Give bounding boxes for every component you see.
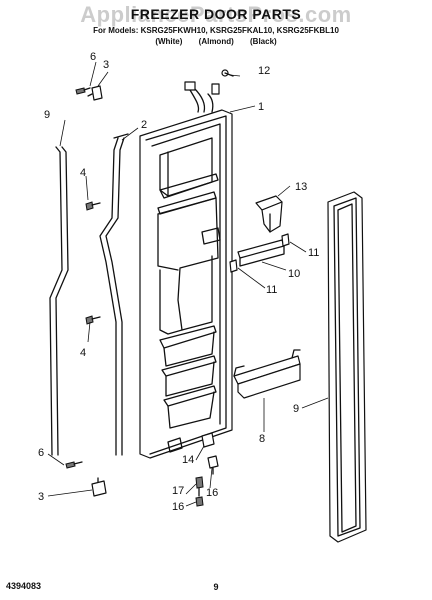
callout-7: 8 bbox=[259, 433, 265, 445]
part-6-top-screw bbox=[75, 87, 91, 95]
part-16-bushing bbox=[207, 455, 219, 475]
diagram-title: FREEZER DOOR PARTS bbox=[130, 6, 302, 22]
color-variants: (White) (Almond) (Black) bbox=[0, 37, 432, 46]
model-list: For Models: KSRG25FKWH10, KSRG25FKAL10, … bbox=[93, 26, 339, 35]
callout-6-bottom: 6 bbox=[38, 447, 44, 459]
part-1-door-panel bbox=[139, 109, 233, 459]
part-12-wire-harness bbox=[184, 69, 234, 113]
callout-9: 9 bbox=[44, 109, 50, 121]
part-13-chute bbox=[255, 195, 283, 233]
callout-4-upper: 4 bbox=[80, 167, 86, 179]
variant-white: (White) bbox=[155, 37, 183, 46]
callout-labels: 6 3 12 1 2 9 4 4 13 11 10 11 8 9 14 6 3 … bbox=[38, 51, 319, 513]
part-2-trim bbox=[99, 133, 129, 456]
part-7-door-bin bbox=[233, 349, 301, 399]
part-3-top-bracket bbox=[87, 85, 103, 101]
callout-8: 9 bbox=[293, 403, 299, 415]
callout-16-right: 16 bbox=[206, 487, 218, 499]
callout-14: 14 bbox=[182, 454, 194, 466]
page-number: 9 bbox=[213, 582, 219, 592]
callout-3-bottom: 3 bbox=[38, 491, 44, 503]
callout-16-left: 16 bbox=[172, 501, 184, 513]
callout-3-top: 3 bbox=[103, 59, 109, 71]
callout-17: 17 bbox=[172, 485, 184, 497]
callout-10: 10 bbox=[288, 268, 300, 280]
part-6-bottom-screw bbox=[65, 461, 83, 469]
leader-lines bbox=[47, 61, 329, 507]
part-17-screw bbox=[195, 476, 204, 507]
part-11-clip-upper bbox=[281, 233, 290, 247]
callout-2: 2 bbox=[141, 119, 147, 131]
part-10-lever-bar bbox=[237, 239, 285, 267]
variant-black: (Black) bbox=[250, 37, 277, 46]
callout-1: 1 bbox=[258, 101, 264, 113]
part-8-gasket bbox=[327, 191, 367, 543]
watermark-text: AppliancePartsPros.com bbox=[80, 2, 352, 27]
part-4-screw-upper bbox=[85, 201, 101, 211]
part-3-bottom-bracket bbox=[91, 477, 107, 497]
part-11-clip-lower bbox=[229, 259, 238, 273]
part-9-channel bbox=[49, 146, 69, 456]
figure-number: 4394083 bbox=[6, 581, 42, 591]
callout-6-top: 6 bbox=[90, 51, 96, 63]
callout-11-upper: 11 bbox=[308, 247, 319, 259]
part-4-screw-lower bbox=[85, 315, 101, 325]
callout-13: 13 bbox=[295, 181, 307, 193]
callout-11-lower: 11 bbox=[266, 284, 277, 296]
callout-4-lower: 4 bbox=[80, 347, 86, 359]
part-14-cam bbox=[201, 432, 215, 448]
callout-12: 12 bbox=[258, 65, 270, 77]
variant-almond: (Almond) bbox=[198, 37, 234, 46]
